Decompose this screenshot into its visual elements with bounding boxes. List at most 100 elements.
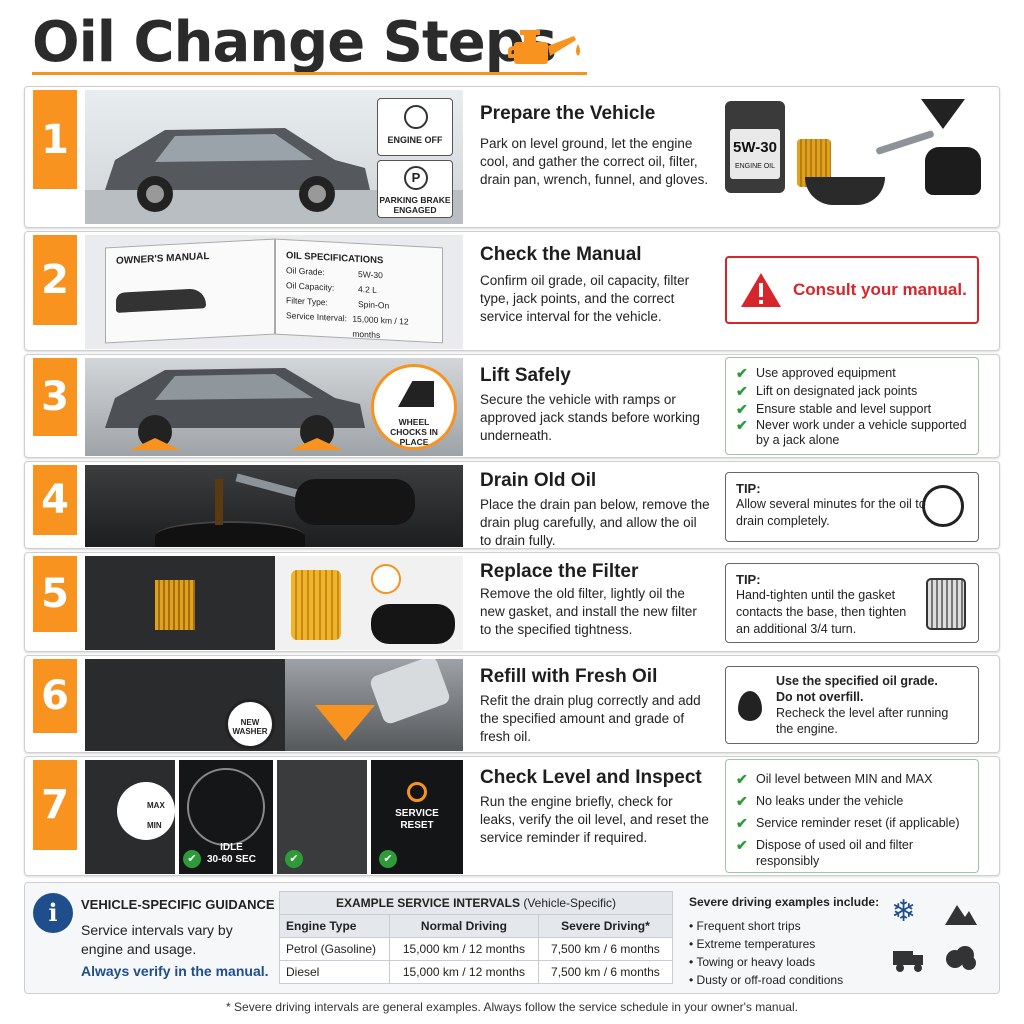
drain-pan-icon (155, 521, 305, 547)
refill-image: NEW WASHER (85, 659, 463, 751)
dust-cloud-icon (946, 946, 976, 970)
check-icon: ✔ (736, 383, 748, 399)
table-row: Diesel 15,000 km / 12 months 7,500 km / … (279, 960, 674, 984)
idle-label: IDLE 30-60 SEC (207, 842, 256, 865)
oil-filter-icon (291, 570, 341, 640)
step-1-image: ENGINE OFF P PARKING BRAKE ENGAGED (85, 90, 463, 224)
drain-oil-image (85, 465, 463, 547)
intervals-table-wrap: EXAMPLE SERVICE INTERVALS (Vehicle-Speci… (279, 891, 674, 984)
step-2-row: 2 OWNER'S MANUAL OIL SPECIFICATIONS Oil … (24, 231, 1000, 351)
consult-alert: Consult your manual. (725, 256, 979, 324)
check-icon: ✔ (285, 850, 303, 868)
new-filter-panel (275, 556, 463, 650)
parking-brake-icon: P (404, 166, 428, 190)
step-6-row: 6 NEW WASHER Refill with Fresh Oil Refit… (24, 655, 1000, 753)
footnote: * Severe driving intervals are general e… (226, 1000, 798, 1014)
warning-icon (741, 273, 781, 307)
glove-hand (295, 479, 415, 525)
check-icon: ✔ (736, 837, 748, 853)
step-text: Park on level ground, let the engine coo… (480, 136, 709, 187)
step-7-row: 7 MAX MIN IDLE 30-60 SEC ✔ ✔ SERVICE RES… (24, 756, 1000, 876)
filter-image (85, 556, 463, 650)
step-text: Confirm oil grade, oil capacity, filter … (480, 273, 690, 324)
inspect-image: MAX MIN IDLE 30-60 SEC ✔ ✔ SERVICE RESET… (85, 760, 463, 874)
wrench-icon (407, 782, 427, 802)
guidance-footer: i VEHICLE-SPECIFIC GUIDANCE Service inte… (24, 882, 1000, 994)
info-icon: i (33, 893, 73, 933)
underbody-panel: ✔ (277, 760, 367, 874)
inspect-checklist: ✔Oil level between MIN and MAX ✔No leaks… (725, 759, 979, 873)
step-3-image: WHEEL CHOCKS IN PLACE (85, 358, 463, 456)
severe-title: Severe driving examples include: (689, 895, 880, 909)
step-text: Remove the old filter, lightly oil the n… (480, 586, 697, 637)
manual-left-page: OWNER'S MANUAL (105, 238, 275, 344)
oil-stream (215, 479, 223, 525)
tachometer-icon (187, 768, 265, 846)
table-row: Petrol (Gasoline) 15,000 km / 12 months … (279, 937, 674, 961)
car-icon (105, 368, 365, 450)
supplies-image: 5W-30 ENGINE OIL (725, 97, 991, 217)
step-number: 7 (33, 760, 77, 850)
step-number: 5 (33, 556, 77, 632)
list-item: ✔Dispose of used oil and filter responsi… (736, 837, 914, 868)
wheel-chock-icon (398, 381, 434, 407)
dipstick-panel: MAX MIN (85, 760, 175, 874)
guidance-title: VEHICLE-SPECIFIC GUIDANCE (81, 897, 275, 912)
oil-drop-icon (371, 564, 401, 594)
list-item: Dusty or off-road conditions (689, 971, 844, 989)
check-icon: ✔ (736, 771, 748, 787)
step-number: 2 (33, 235, 77, 325)
step-title: Check the Manual (480, 244, 642, 265)
refill-panel (285, 659, 463, 751)
step-title: Refill with Fresh Oil (480, 666, 658, 687)
list-item: Extreme temperatures (689, 935, 843, 953)
guidance-text: Service intervals vary by engine and usa… (81, 922, 233, 957)
step-title: Prepare the Vehicle (480, 103, 656, 124)
step-number: 3 (33, 358, 77, 436)
step-text: Place the drain pan below, remove the dr… (480, 497, 710, 548)
list-item: Towing or heavy loads (689, 953, 843, 971)
list-item: ✔Ensure stable and level support (736, 401, 932, 417)
step-number: 4 (33, 465, 77, 535)
funnel-icon (315, 705, 375, 741)
oil-drop-icon (738, 691, 762, 721)
gauge-panel: IDLE 30-60 SEC ✔ (179, 760, 273, 874)
info-box: Use the specified oil grade. Do not over… (725, 666, 979, 744)
list-item: Frequent short trips (689, 917, 843, 935)
tip-box: TIP: Hand-tighten until the gasket conta… (725, 563, 979, 643)
step-1-row: 1 ENGINE OFF P PARKING BRAKE ENGAGED Pre… (24, 86, 1000, 228)
step-title: Drain Old Oil (480, 470, 597, 491)
step-title: Check Level and Inspect (480, 767, 702, 788)
funnel-icon (921, 99, 965, 129)
title-underline (32, 72, 587, 75)
table-header: Engine Type Normal Driving Severe Drivin… (279, 914, 674, 938)
step-4-row: 4 Drain Old Oil Place the drain pan belo… (24, 461, 1000, 549)
list-item: ✔Lift on designated jack points (736, 383, 918, 399)
step-number: 6 (33, 659, 77, 733)
oil-can-icon (508, 30, 580, 64)
step-text: Run the engine briefly, check for leaks,… (480, 794, 709, 845)
tip-box: TIP: Allow several minutes for the oil t… (725, 472, 979, 542)
stopwatch-icon (922, 485, 964, 527)
oil-bottle (368, 659, 452, 726)
check-icon: ✔ (736, 401, 748, 417)
wheel-chock-badge: WHEEL CHOCKS IN PLACE (371, 364, 457, 450)
step-5-row: 5 Replace the Filter Remove the old filt… (24, 552, 1000, 652)
check-icon: ✔ (183, 850, 201, 868)
check-icon: ✔ (379, 850, 397, 868)
oil-filter-icon (926, 578, 966, 630)
check-icon: ✔ (736, 417, 748, 433)
gauge-icon (404, 105, 428, 129)
new-washer-badge: NEW WASHER (225, 699, 275, 749)
step-number: 1 (33, 90, 77, 189)
guidance-verify: Always verify in the manual. (81, 963, 269, 979)
check-icon: ✔ (736, 815, 748, 831)
severe-list: Frequent short trips Extreme temperature… (689, 917, 843, 989)
service-reset-panel: SERVICE RESET ✔ (371, 760, 463, 874)
glove-hand (371, 604, 455, 644)
step-text: Secure the vehicle with ramps or approve… (480, 392, 700, 443)
intervals-table: Engine Type Normal Driving Severe Drivin… (279, 914, 674, 984)
dipstick-badge: MAX MIN (117, 782, 175, 840)
step-title: Lift Safely (480, 365, 571, 386)
step-3-row: 3 WHEEL CHOCKS IN PLACE Lift Safely Secu… (24, 354, 1000, 458)
